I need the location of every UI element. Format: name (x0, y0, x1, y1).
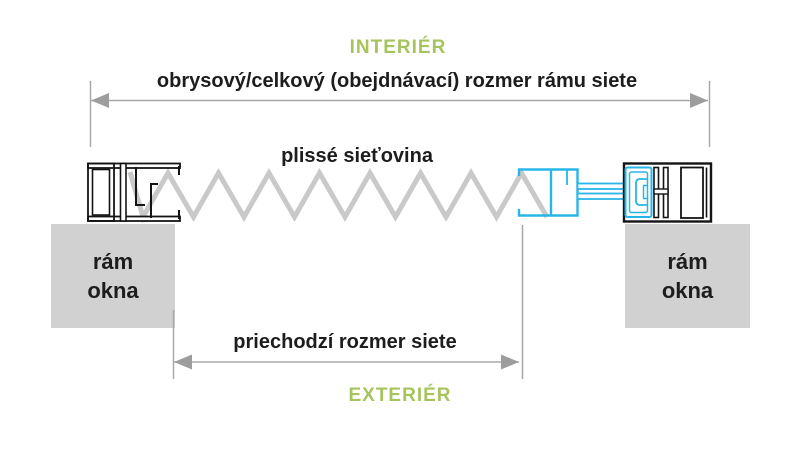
blue-receiver-inner-wall (628, 171, 649, 214)
profile-divider-wall (119, 162, 127, 222)
blue-receiver-c-channel-inner (642, 184, 648, 200)
mesh-label: plissé sieťovina (281, 145, 433, 167)
arrowhead-right-icon (501, 354, 519, 370)
screen-frame-profile-left (87, 162, 181, 222)
profile-outer-chamber (87, 162, 115, 222)
handle-rail-outline (517, 168, 579, 217)
screen-frame-profile-right (622, 162, 713, 223)
mesh-clamp-hook-bottom (150, 183, 158, 218)
profile-bottom-rail (87, 215, 181, 222)
profile-wall-left (653, 166, 660, 219)
window-frame-right-label-line2: okna (661, 278, 714, 303)
blue-receiver-c-channel (635, 178, 648, 206)
window-frame-block-left: rám okna (51, 224, 175, 328)
mesh-clamp-hook-top (135, 167, 145, 206)
blue-receiver-body (624, 166, 653, 218)
arrowhead-right-icon (690, 93, 708, 108)
window-frame-block-right: rám okna (625, 224, 750, 328)
overall-dimension-label: obrysový/celkový (obejdnávací) rozmer rá… (156, 70, 638, 92)
profile-outer-body (622, 162, 713, 223)
profile-wall-right (662, 166, 669, 219)
profile-inner-chamber (91, 168, 111, 216)
bottom-dimension-group (172, 225, 524, 379)
passage-dimension-label: priechodzí rozmer siete (233, 331, 457, 353)
window-frame-left-label-line2: okna (87, 278, 139, 303)
profile-tall-chamber (680, 166, 704, 219)
window-frame-right-label-line1: rám (667, 249, 708, 274)
exterior-zone-label: EXTERIÉR (348, 385, 452, 406)
connector-bar-top (576, 182, 628, 190)
profile-top-rail (87, 162, 181, 169)
arrowhead-left-icon (91, 93, 109, 108)
arrowhead-left-icon (174, 354, 192, 370)
handle-rail-profile (517, 168, 628, 217)
profile-crossbar (653, 188, 669, 195)
pleated-mesh-zigzag (127, 167, 550, 224)
window-frame-left-label-line1: rám (92, 249, 134, 274)
connector-bar-bottom (576, 192, 628, 200)
interior-zone-label: INTERIÉR (349, 37, 447, 58)
